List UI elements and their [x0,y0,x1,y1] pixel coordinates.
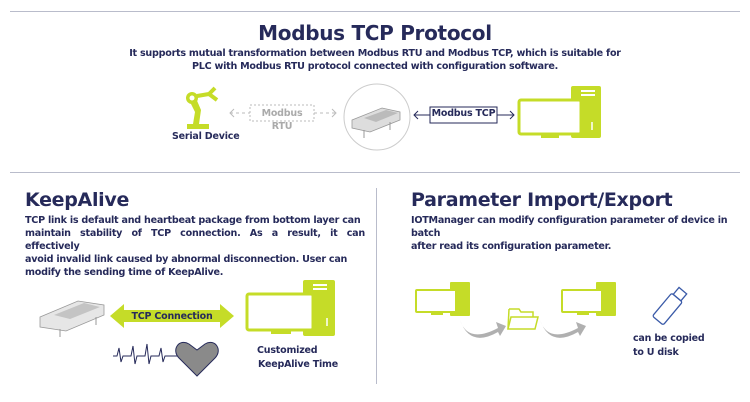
keepalive-desc-line: maintain stability of TCP connection. As… [25,228,365,252]
rtu-dashed-arrow [229,104,337,122]
keepalive-title: KeepAlive [25,189,130,211]
vertical-divider [376,188,377,384]
param-desc-line: IOTManager can modify configuration para… [411,215,728,239]
serial-device-label: Serial Device [172,131,240,142]
usb-copy-line2: to U disk [633,347,679,358]
heartbeat-icon [113,342,219,377]
customized-keepalive-line1: Customized [257,345,318,356]
modbus-desc-2: PLC with Modbus RTU protocol connected w… [191,61,559,72]
curved-arrow-icon [460,320,506,338]
top-divider [10,11,740,12]
curved-arrow-icon [540,320,586,338]
computer-icon [415,282,470,316]
computer-icon [245,280,335,336]
middle-divider [10,172,740,173]
modbus-tcp-label: Modbus TCP [431,108,496,119]
tcp-connection-arrow [110,304,234,328]
modbus-title: Modbus TCP Protocol [258,21,492,45]
tcp-arrow [413,106,515,124]
modbus-rtu-label: Modbus RTU [261,108,303,132]
customized-keepalive-line2: KeepAlive Time [258,359,338,370]
modbus-desc-1: It supports mutual transformation betwee… [129,48,621,59]
computer-icon [561,282,616,316]
computer-icon [517,86,601,138]
robot-arm-icon [186,86,219,129]
usb-drive-icon [652,286,688,325]
param-title: Parameter Import/Export [411,189,673,211]
param-desc: IOTManager can modify configuration para… [411,214,750,253]
gateway-device-icon [343,83,411,151]
param-desc-line: after read its configuration parameter. [411,241,612,252]
keepalive-desc-line: TCP link is default and heartbeat packag… [25,215,361,226]
keepalive-desc-line: avoid invalid link caused by abnormal di… [25,254,348,265]
folder-icon [507,308,539,330]
keepalive-desc: TCP link is default and heartbeat packag… [25,214,365,279]
tcp-connection-label: TCP Connection [131,311,213,322]
keepalive-desc-line: modify the sending time of KeepAlive. [25,267,224,278]
usb-copy-line1: can be copied [633,333,705,344]
gateway-device-icon [39,300,105,337]
